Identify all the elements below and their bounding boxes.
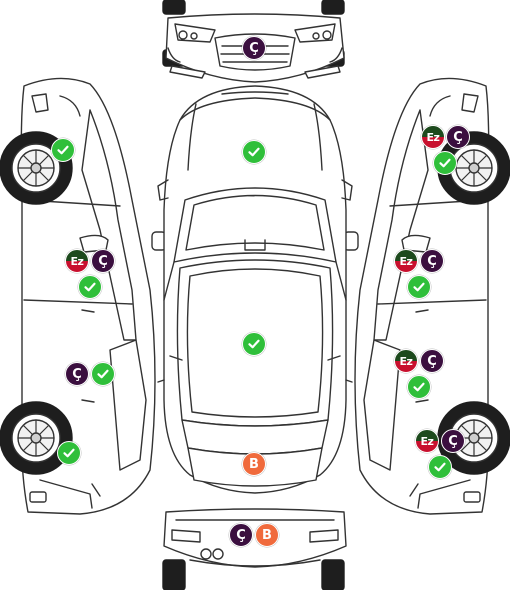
dent-badge-label: Ez (420, 434, 434, 448)
front-bumper-scratch-badge[interactable]: Ç (242, 36, 266, 60)
right-front-fender-scratch-badge[interactable]: Ç (446, 125, 470, 149)
left-rear-fender-ok-check-icon[interactable] (57, 441, 81, 465)
painted-badge-label: B (262, 527, 272, 543)
scratch-badge-label: Ç (427, 353, 437, 369)
scratch-badge-label: Ç (236, 527, 246, 543)
scratch-badge-label: Ç (448, 433, 458, 449)
scratch-badge-label: Ç (98, 253, 108, 269)
right-front-door-scratch-badge[interactable]: Ç (420, 249, 444, 273)
right-rear-door-ok-check-icon[interactable] (407, 375, 431, 399)
right-front-door-ok-check-icon[interactable] (407, 275, 431, 299)
left-rear-wheel (0, 401, 73, 475)
right-front-fender-ok-check-icon[interactable] (433, 151, 457, 175)
painted-badge-label: B (249, 456, 259, 472)
right-rear-fender-ok-check-icon[interactable] (428, 455, 452, 479)
rear-view-drawing (162, 508, 347, 590)
right-rear-door-scratch-badge[interactable]: Ç (420, 349, 444, 373)
right-rear-fender-dent-badge[interactable]: Ez (415, 429, 439, 453)
rear-bumper-scratch-badge[interactable]: Ç (229, 523, 253, 547)
dent-badge-label: Ez (399, 254, 413, 268)
right-rear-wheel (437, 401, 510, 475)
hood-ok-check-icon[interactable] (242, 140, 266, 164)
left-front-fender-ok-check-icon[interactable] (51, 138, 75, 162)
roof-ok-check-icon[interactable] (242, 332, 266, 356)
left-front-door-dent-badge[interactable]: Ez (65, 249, 89, 273)
right-rear-door-dent-badge[interactable]: Ez (394, 349, 418, 373)
dent-badge-label: Ez (426, 130, 440, 144)
left-rear-door-ok-check-icon[interactable] (91, 362, 115, 386)
left-front-door-scratch-badge[interactable]: Ç (91, 249, 115, 273)
front-view-drawing (162, 0, 345, 83)
dent-badge-label: Ez (399, 354, 413, 368)
scratch-badge-label: Ç (453, 129, 463, 145)
left-front-door-ok-check-icon[interactable] (78, 275, 102, 299)
scratch-badge-label: Ç (249, 40, 259, 56)
dent-badge-label: Ez (70, 254, 84, 268)
right-front-fender-dent-badge[interactable]: Ez (421, 125, 445, 149)
trunk-painted-badge[interactable]: B (242, 452, 266, 476)
scratch-badge-label: Ç (427, 253, 437, 269)
right-front-door-dent-badge[interactable]: Ez (394, 249, 418, 273)
scratch-badge-label: Ç (72, 366, 82, 382)
left-rear-door-scratch-badge[interactable]: Ç (65, 362, 89, 386)
right-front-wheel (437, 131, 510, 205)
rear-bumper-painted-badge[interactable]: B (255, 523, 279, 547)
right-rear-fender-scratch-badge[interactable]: Ç (441, 429, 465, 453)
